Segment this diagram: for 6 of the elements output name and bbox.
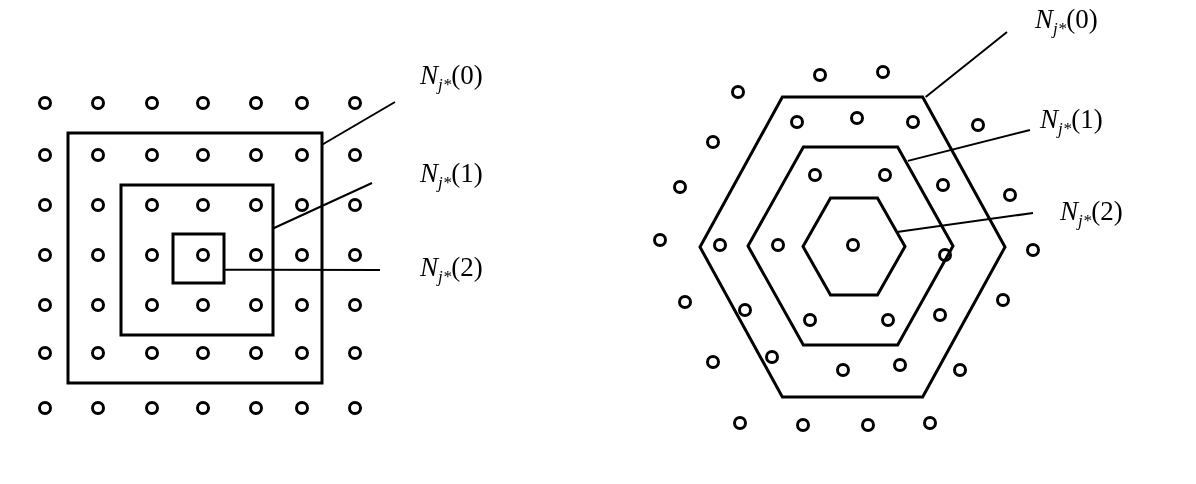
leader-line [272,182,373,230]
leader-line [895,212,1034,233]
leader-line [321,101,396,146]
leader-line [906,129,1031,162]
leader-line [924,31,1008,98]
leader-line [223,268,381,271]
